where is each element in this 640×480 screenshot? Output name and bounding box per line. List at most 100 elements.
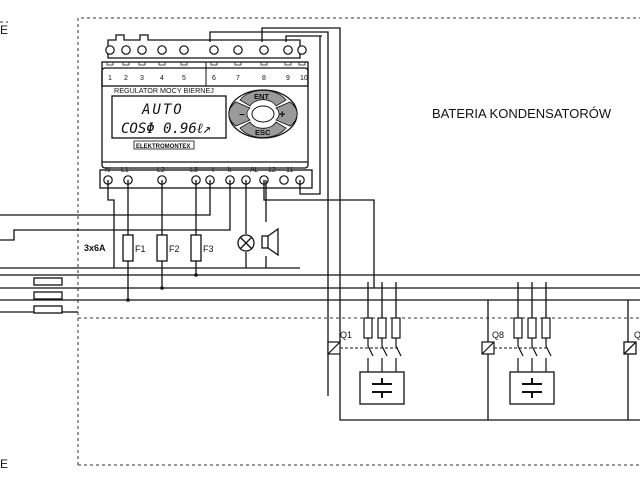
fuse-f2-label: F2 — [169, 244, 180, 254]
contactor-pole — [395, 338, 402, 372]
incoming-fuse-3 — [33, 305, 63, 314]
top-terminal-block — [107, 34, 301, 59]
top-terminal-number: 1 — [108, 75, 112, 82]
brand-badge — [133, 140, 195, 150]
wire-control-return — [339, 320, 640, 421]
fuse-f1-label: F1 — [135, 244, 146, 254]
incoming-fuse-1 — [33, 277, 63, 286]
coil-q-partial-slash — [623, 341, 637, 355]
device-name: REGULATOR MOCY BIERNEJ — [114, 86, 214, 95]
top-label-strip — [101, 61, 309, 87]
lcd-line-cosphi: COSΦ 0.96ℓ↗ — [121, 121, 211, 137]
top-terminal-screw — [157, 45, 167, 55]
enclosure-outline — [77, 17, 640, 465]
wire-out-11 — [299, 36, 321, 195]
bottom-terminal-screw — [279, 175, 289, 185]
top-terminal-number: 8 — [262, 75, 266, 82]
bank-fuse — [377, 317, 387, 339]
bank-fuse — [391, 317, 401, 339]
contactor-pole — [381, 338, 388, 372]
diagram-title: BATERIA KONDENSATORÓW — [432, 106, 612, 121]
top-terminal-screw — [209, 45, 219, 55]
key-esc-label: ESC — [255, 128, 271, 137]
bank-fuse — [363, 317, 373, 339]
top-terminal-screw — [283, 45, 293, 55]
alarm-horn-icon — [261, 227, 279, 257]
top-terminal-number: 10 — [300, 75, 308, 82]
contactor-coil-slash — [481, 341, 495, 355]
wire-neutral — [107, 180, 115, 268]
top-terminal-number: 2 — [124, 75, 128, 82]
contactor-pole — [517, 338, 524, 372]
top-terminal-number: 9 — [286, 75, 290, 82]
capacitor-step-q1: Q1 — [327, 317, 405, 405]
edge-label-bottom: E — [0, 457, 8, 471]
capacitor-step-partial: Q — [623, 330, 640, 355]
key-plus[interactable] — [275, 101, 298, 127]
capacitor-icon — [372, 378, 392, 398]
key-ent[interactable] — [239, 89, 287, 107]
key-ent-label: ENT — [254, 92, 269, 101]
contactor-pole — [531, 338, 538, 372]
key-center[interactable] — [251, 105, 275, 123]
brand-name: ELEKTROMONTEX — [136, 144, 190, 150]
wiring — [0, 27, 640, 421]
top-terminal-number: 4 — [160, 75, 164, 82]
wire-step-output — [285, 35, 322, 42]
top-terminal-screw — [297, 45, 307, 55]
node-l1 — [126, 298, 130, 302]
fuse-f3 — [190, 234, 202, 262]
capacitor-box — [359, 371, 405, 405]
lcd-display — [111, 95, 227, 139]
top-terminal-screw — [121, 45, 131, 55]
wire-q8-control — [263, 180, 375, 288]
fuse-group: 3x6A F1 F2 F3 — [84, 234, 214, 262]
wire-ct-k — [0, 180, 231, 241]
key-plus-label: + — [279, 109, 285, 121]
wire-ct-l — [0, 180, 211, 216]
node-l2 — [160, 286, 164, 290]
contactor-q-partial-label: Q — [634, 330, 640, 340]
top-terminal-number: 3 — [140, 75, 144, 82]
bank-fuse — [513, 317, 523, 339]
key-minus-label: − — [239, 110, 245, 121]
fuse-f3-label: F3 — [203, 244, 214, 254]
bottom-terminal-screws — [103, 175, 305, 185]
key-esc[interactable] — [239, 121, 287, 139]
top-terminal-screw — [137, 45, 147, 55]
capacitor-step-q8: Q8 — [481, 317, 555, 405]
contactor-coil-slash — [327, 341, 341, 355]
controller-body — [101, 67, 309, 169]
node-l3 — [194, 273, 198, 277]
edge-label-top: E — [0, 23, 8, 37]
contactor-pole — [545, 338, 552, 372]
fuse-f1 — [122, 234, 134, 262]
drops-q8 — [517, 282, 547, 318]
capacitor-icon — [522, 378, 542, 398]
fuse-f2 — [156, 234, 168, 262]
top-terminal-screw — [259, 45, 269, 55]
wire-q1-control — [261, 27, 341, 320]
contactor-q1-label: Q1 — [340, 330, 352, 340]
key-minus[interactable] — [228, 101, 251, 127]
coil-q-partial — [623, 341, 637, 355]
capacitor-box — [509, 371, 555, 405]
lcd-line-mode: AUTO — [141, 102, 184, 118]
top-terminal-screw — [179, 45, 189, 55]
fuse-group-label: 3x6A — [84, 243, 106, 253]
incoming-fuse-2 — [33, 291, 63, 300]
bank-fuse — [527, 317, 537, 339]
top-terminal-number: 7 — [236, 75, 240, 82]
bottom-terminal-block — [99, 169, 313, 189]
incoming-fuses — [33, 277, 63, 314]
drops-q1 — [367, 282, 397, 318]
top-terminal-screw — [105, 45, 115, 55]
alarm-lamp-icon — [237, 234, 255, 252]
top-terminal-number: 5 — [182, 75, 186, 82]
contactor-pole — [367, 338, 374, 372]
contactor-q8-label: Q8 — [492, 330, 504, 340]
